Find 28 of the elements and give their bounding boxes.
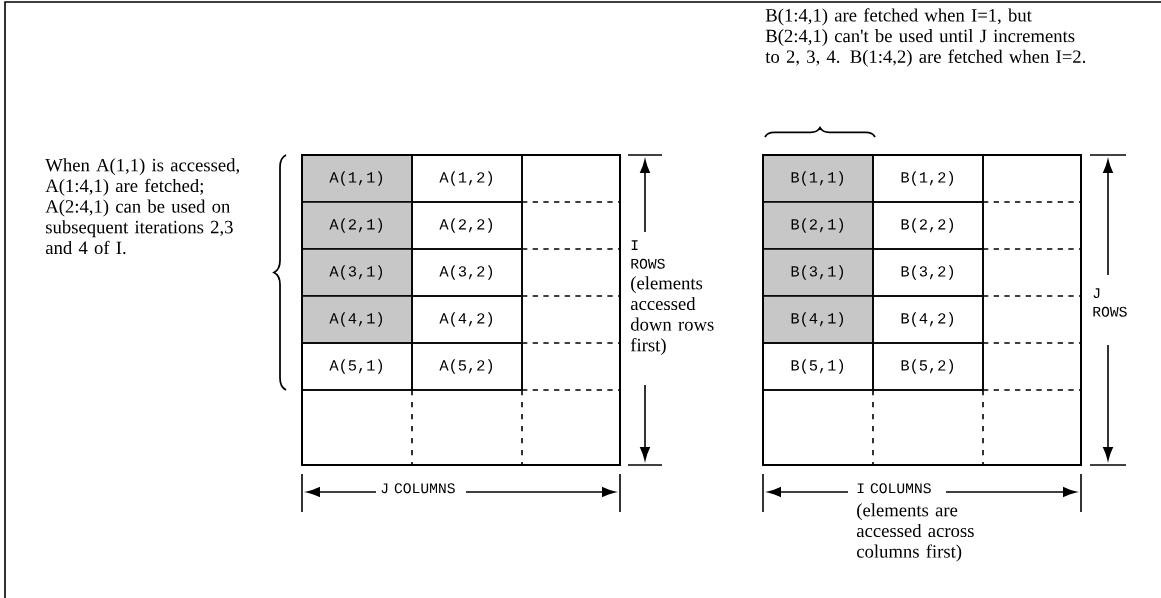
grid-cell: B(5,1) [762, 342, 874, 391]
dimension-label: J ROWS [1093, 288, 1127, 317]
note-text: When A(1,1) is accessed, A(1:4,1) are fetched; A(2:4,1) can be used on subsequent iterations 2,3 and 4 of I. [45, 158, 239, 255]
grid-cell: A(3,2) [411, 248, 523, 297]
grid-cell: A(2,2) [411, 201, 523, 250]
grid-cell: A(5,1) [301, 342, 413, 391]
note-text: (elements accessed down rows first) [630, 276, 714, 356]
grid-cell: A(1,2) [411, 154, 523, 203]
grid-cell: B(4,2) [872, 295, 984, 344]
grid-cell: B(5,2) [872, 342, 984, 391]
grid-cell: B(1,1) [762, 154, 874, 203]
note-text: B(1:4,1) are fetched when I=1, but B(2:4,1) can't be used until J increments to 2, 3, 4. B(1:4,2) are fetched when I=2. [765, 8, 1086, 67]
grid-cell: A(4,2) [411, 295, 523, 344]
dimension-label: J COLUMNS [381, 483, 455, 494]
grid-cell: A(1,1) [301, 154, 413, 203]
grid-cell: A(5,2) [411, 342, 523, 391]
grid-cell: A(4,1) [301, 295, 413, 344]
grid-cell: A(3,1) [301, 248, 413, 297]
grid-cell: B(2,2) [872, 201, 984, 250]
grid-cell: A(2,1) [301, 201, 413, 250]
grid-cell: B(3,2) [872, 248, 984, 297]
grid-cell: B(4,1) [762, 295, 874, 344]
note-text: (elements are accessed across columns first) [856, 503, 974, 562]
dimension-label: I ROWS [631, 240, 665, 269]
dimension-label: I COLUMNS [857, 483, 931, 494]
grid-cell: B(1,2) [872, 154, 984, 203]
grid-cell: B(3,1) [762, 248, 874, 297]
grid-cell: B(2,1) [762, 201, 874, 250]
